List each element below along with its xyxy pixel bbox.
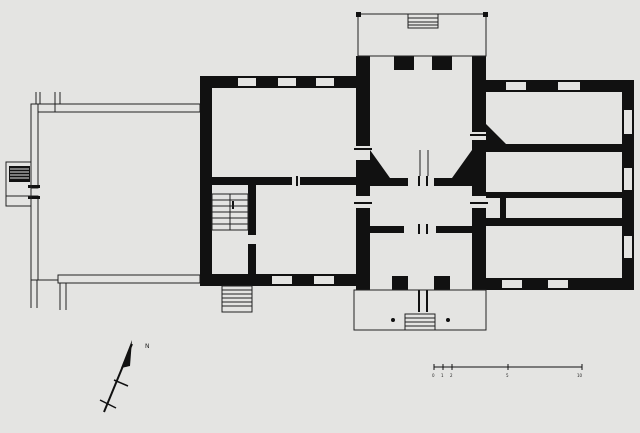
- main-building-walls: [200, 56, 634, 290]
- south-porch: [353, 289, 487, 331]
- interior-staircase: [211, 193, 249, 231]
- door-markers: [232, 134, 488, 312]
- west-entry-steps: [5, 161, 32, 207]
- south-porch-steps: [404, 313, 436, 331]
- scale-tick-0: 0: [432, 373, 435, 378]
- north-label: N: [145, 343, 150, 350]
- scale-bar: 0 1 2 5 10: [432, 364, 583, 378]
- scale-tick-10: 10: [577, 373, 583, 378]
- north-porch: [356, 12, 488, 57]
- southwest-entry-steps: [221, 285, 253, 313]
- north-arrow: N: [99, 340, 150, 413]
- scale-tick-2: 2: [450, 373, 453, 378]
- north-porch-steps: [407, 13, 439, 29]
- scale-tick-5: 5: [506, 373, 509, 378]
- west-annex: [5, 92, 201, 310]
- scale-tick-1: 1: [441, 373, 444, 378]
